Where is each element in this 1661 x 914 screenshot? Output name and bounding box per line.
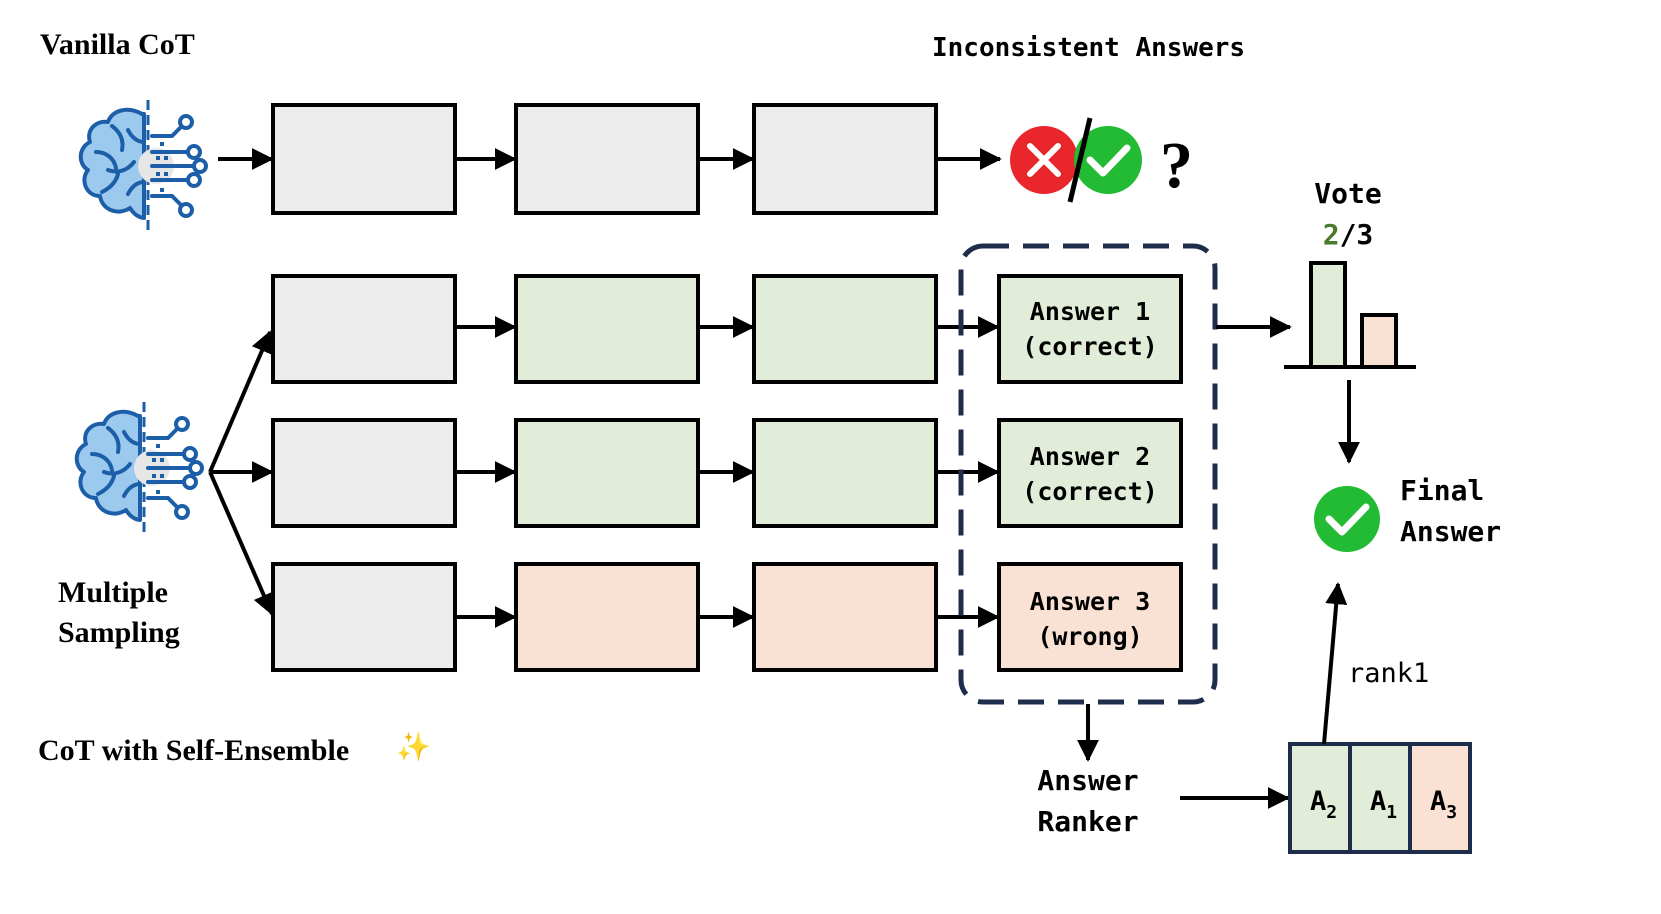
ranked-answer-label: A1 — [1370, 786, 1397, 823]
answer-label: Answer 1 — [1030, 297, 1150, 326]
reasoning-step-box — [271, 562, 457, 672]
sample-chain-2 — [271, 418, 1000, 528]
final-answer-label: Answer — [1400, 515, 1501, 548]
answers-dashed-group — [958, 243, 1218, 705]
answer-label: Answer 3 — [1030, 587, 1150, 616]
reasoning-step-box — [271, 274, 457, 384]
x-circle-icon — [1010, 126, 1078, 194]
ranked-answer-label: A2 — [1310, 786, 1337, 823]
answer-status: (wrong) — [1037, 622, 1142, 651]
answer-box-1: Answer 1 (correct) — [997, 274, 1183, 384]
check-circle-icon — [1074, 126, 1142, 194]
reasoning-step-box — [271, 418, 457, 528]
reasoning-step-box — [752, 418, 938, 528]
inconsistent-answers-label: Inconsistent Answers — [932, 33, 1245, 63]
reasoning-step-box — [514, 103, 700, 215]
vanilla-cot-title: Vanilla CoT — [40, 28, 195, 61]
ranked-answer-cell — [1408, 742, 1472, 854]
vote-label: Vote — [1314, 177, 1381, 210]
top-chain — [218, 103, 1002, 215]
ranked-answers: A2 A1 A3 — [1288, 742, 1472, 854]
reasoning-step-box — [271, 103, 457, 215]
answer-box-2: Answer 2 (correct) — [997, 418, 1183, 528]
sample-chain-3 — [271, 562, 1000, 672]
arrow — [208, 471, 275, 616]
reasoning-step-box — [514, 274, 700, 384]
reasoning-step-box — [752, 274, 938, 384]
answer-box-3: Answer 3 (wrong) — [997, 562, 1183, 672]
check-circle-icon — [1314, 486, 1380, 552]
vote-denominator: /3 — [1340, 218, 1374, 251]
brain-icon-top — [78, 98, 208, 234]
reasoning-step-box — [514, 562, 700, 672]
final-answer-label: Final — [1400, 474, 1484, 507]
answer-label: Answer 2 — [1030, 442, 1150, 471]
answer-status: (correct) — [1022, 477, 1157, 506]
vote-bar-correct — [1309, 261, 1347, 369]
arrow — [1322, 582, 1348, 745]
sparkle-icon: ✨ — [396, 730, 431, 763]
arrow — [208, 330, 273, 473]
vote-count: 2/3 — [1323, 218, 1374, 251]
vote-bar-wrong — [1360, 313, 1398, 369]
ranked-answer-label: A3 — [1430, 786, 1457, 823]
question-mark: ? — [1160, 129, 1193, 202]
sample-chain-1 — [271, 274, 1000, 384]
multiple-sampling-label: Sampling — [58, 616, 180, 649]
reasoning-step-box — [752, 103, 938, 215]
slash-divider — [1067, 117, 1093, 203]
multiple-sampling-label: Multiple — [58, 576, 168, 609]
vote-numerator: 2 — [1323, 218, 1340, 251]
ranked-answer-cell — [1348, 742, 1412, 854]
answer-ranker-label: Answer — [1037, 764, 1138, 797]
reasoning-step-box — [514, 418, 700, 528]
vote-histogram — [1309, 261, 1398, 369]
reasoning-step-box — [752, 562, 938, 672]
brain-icon-bottom — [74, 400, 204, 536]
rank1-label: rank1 — [1348, 658, 1429, 689]
answer-ranker-label: Ranker — [1037, 805, 1138, 838]
self-ensemble-title: CoT with Self-Ensemble — [38, 734, 349, 767]
answer-status: (correct) — [1022, 332, 1157, 361]
